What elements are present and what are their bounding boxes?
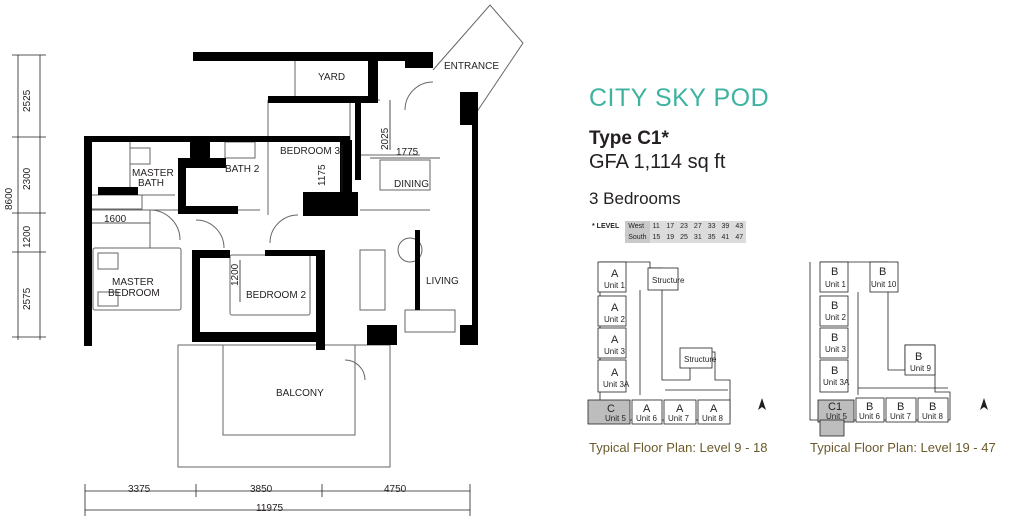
bedroom-count: 3 Bedrooms [589,189,681,208]
room-master-bedroom-line1: MASTER [112,277,154,288]
level-table: * LEVEL West 11 17 23 27 33 39 43 South … [589,221,747,243]
level-row-south: South 15 19 25 31 35 41 47 [589,232,747,243]
kp2-unit-2-name: Unit 2 [825,313,846,322]
dim-bottom-1: 3375 [128,484,151,495]
kp1-unit-1-name: Unit 1 [604,281,625,290]
room-entrance: ENTRANCE [444,61,499,72]
project-title: CITY SKY POD [589,84,770,112]
kp2-unit-8-name: Unit 8 [922,412,943,421]
unit-type: Type C1* [589,128,669,149]
key-plan-2-caption: Typical Floor Plan: Level 19 - 47 [810,440,996,455]
kp2-unit-3-letter: B [831,332,838,344]
level-cell: 39 [718,221,733,232]
room-living: LIVING [426,276,459,287]
kp1-unit-3-name: Unit 3 [604,347,625,356]
kp1-structure-2: Structure [684,355,717,364]
room-yard: YARD [318,72,345,83]
dim-inner-1: 1600 [104,214,127,225]
level-cell: 27 [690,221,705,232]
kp2-unit-10-name: Unit 10 [871,280,897,289]
kp1-unit-3a-letter: A [611,367,619,379]
kp2-unit-8-letter: B [929,401,936,413]
level-cell: 31 [690,232,705,243]
dim-bottom-3: 4750 [384,484,407,495]
kp2-unit-7-name: Unit 7 [890,412,911,421]
level-cell: 15 [649,232,664,243]
kp2-unit-3-name: Unit 3 [825,345,846,354]
room-master-bath-line2: BATH [138,178,164,189]
level-cell: 43 [732,221,747,232]
kp2-unit-2-letter: B [831,300,838,312]
kp1-unit-5-name: Unit 5 [605,414,626,423]
dim-left-4: 2575 [22,287,33,310]
kp2-unit-6-letter: B [866,401,873,413]
level-cell: 11 [649,221,664,232]
kp2-unit-6-name: Unit 6 [859,412,880,421]
dim-inner-4: 1175 [317,164,328,186]
kp2-unit-5-name: Unit 5 [826,412,847,421]
dim-inner-5: 1200 [230,263,241,286]
plan-walls [84,52,478,350]
gfa-value: GFA 1,114 sq ft [589,151,726,173]
kp2-unit-5-letter: C1 [828,401,842,413]
room-dining: DINING [394,179,429,190]
room-bath-2: BATH 2 [225,164,260,175]
room-bedroom-2: BEDROOM 2 [246,290,306,301]
level-cell: 17 [663,221,678,232]
dim-left-1: 2525 [22,89,33,112]
kp1-unit-7-letter: A [676,403,684,415]
kp1-unit-3-letter: A [611,334,619,346]
level-cell: 33 [704,221,719,232]
kp2-north-arrow-icon [980,398,988,410]
room-master-bedroom-line2: BEDROOM [108,288,160,299]
kp2-unit-1-letter: B [831,266,838,278]
level-cell: 47 [732,232,747,243]
level-cell: 41 [718,232,733,243]
dim-bottom-2: 3850 [250,484,273,495]
kp1-unit-1-letter: A [611,268,619,280]
dim-inner-3: 1775 [396,147,419,158]
dim-bottom-total: 11975 [256,503,284,514]
kp1-north-arrow-icon [758,398,766,410]
kp1-unit-8-letter: A [710,403,718,415]
level-cell: 35 [704,232,719,243]
kp1-unit-7-name: Unit 7 [668,414,689,423]
dim-left-total: 8600 [4,187,15,210]
kp1-unit-2-name: Unit 2 [604,315,625,324]
kp2-unit-7-letter: B [897,401,904,413]
kp1-unit-5-letter: C [607,403,615,415]
room-balcony: BALCONY [276,388,324,399]
kp2-unit-3a-letter: B [831,365,838,377]
kp2-unit-10-letter: B [879,266,886,278]
room-bedroom-3: BEDROOM 3 [280,146,340,157]
kp1-unit-8-name: Unit 8 [702,414,723,423]
level-direction: South [625,232,650,243]
level-cell: 25 [677,232,691,243]
kp2-unit-9-name: Unit 9 [910,364,931,373]
level-cell: 23 [677,221,691,232]
dim-left-2: 2300 [22,167,33,190]
kp1-unit-6-name: Unit 6 [636,414,657,423]
kp1-structure-1: Structure [652,276,685,285]
room-master-bath-line1: MASTER [132,168,174,179]
dim-inner-2: 2025 [380,127,391,150]
level-cell: 19 [663,232,678,243]
dimension-lines [12,54,471,516]
kp2-unit-3a-name: Unit 3A [823,378,850,387]
dim-left-3: 1200 [22,225,33,248]
kp1-unit-2-letter: A [611,302,619,314]
level-direction: West [625,221,650,232]
floor-plan: YARD ENTRANCE MASTER BATH BATH 2 BEDROOM… [4,4,524,516]
level-label: * LEVEL [592,223,620,230]
kp2-unit-9-letter: B [915,351,922,363]
kp1-unit-6-letter: A [643,403,651,415]
level-row-west: * LEVEL West 11 17 23 27 33 39 43 [589,221,747,232]
kp2-unit-1-name: Unit 1 [825,280,846,289]
key-plan-1-caption: Typical Floor Plan: Level 9 - 18 [589,440,768,455]
kp1-unit-3a-name: Unit 3A [603,380,630,389]
